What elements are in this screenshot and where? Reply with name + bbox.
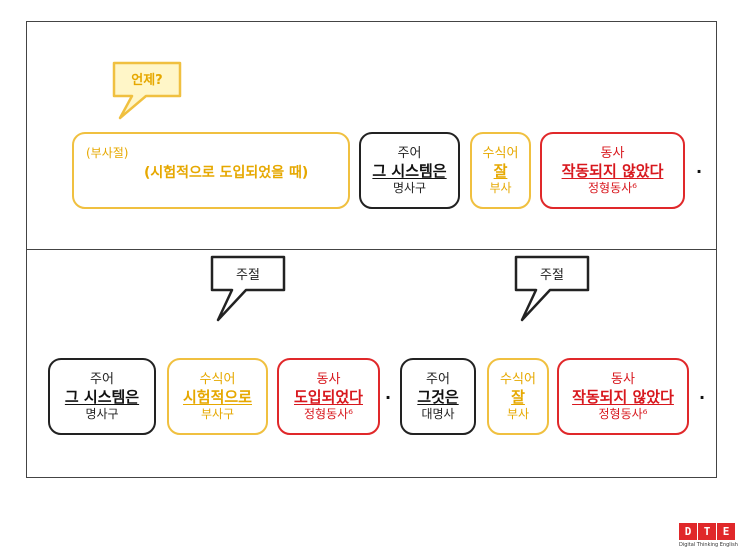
clause2-verb-role: 동사 bbox=[611, 371, 635, 387]
logo-letter-e: E bbox=[717, 523, 735, 540]
clause2-modifier-word: 잘 bbox=[511, 387, 525, 406]
clause1-subject-word: 그 시스템은 bbox=[64, 387, 140, 406]
top-verb-role: 동사 bbox=[600, 145, 625, 161]
clause1-verb-type: 정형동사⁶ bbox=[304, 406, 353, 421]
top-modifier-type: 부사 bbox=[489, 180, 512, 195]
clause1-verb-role: 동사 bbox=[316, 371, 341, 387]
main-clause-callout-left-shape bbox=[210, 255, 286, 322]
adverb-clause-text: (시험적으로 도입되었을 때) bbox=[144, 165, 309, 181]
clause2-period: . bbox=[699, 384, 706, 403]
clause2-subject-box: 주어 그것은 대명사 bbox=[400, 358, 476, 435]
top-modifier-word: 잘 bbox=[493, 161, 508, 180]
clause2-verb-type: 정형동사⁶ bbox=[598, 406, 648, 421]
clause2-verb-box: 동사 작동되지 않았다 정형동사⁶ bbox=[557, 358, 689, 435]
top-verb-word: 작동되지 않았다 bbox=[561, 161, 664, 180]
clause1-modifier-type: 부사구 bbox=[200, 406, 235, 421]
clause2-subject-role: 주어 bbox=[426, 371, 450, 387]
top-subject-word: 그 시스템은 bbox=[372, 161, 447, 180]
top-modifier-box: 수식어 잘 부사 bbox=[470, 132, 531, 209]
clause1-modifier-box: 수식어 시험적으로 부사구 bbox=[167, 358, 268, 435]
top-panel bbox=[26, 21, 717, 250]
when-callout-text: 언제? bbox=[131, 73, 163, 88]
adverb-clause-box: (부사절) (시험적으로 도입되었을 때) bbox=[72, 132, 350, 209]
clause1-subject-type: 명사구 bbox=[85, 406, 119, 421]
clause2-modifier-role: 수식어 bbox=[500, 371, 536, 387]
clause1-verb-box: 동사 도입되었다 정형동사⁶ bbox=[277, 358, 380, 435]
clause1-modifier-word: 시험적으로 bbox=[182, 387, 252, 406]
main-clause-callout-right-shape bbox=[514, 255, 590, 322]
top-verb-box: 동사 작동되지 않았다 정형동사⁶ bbox=[540, 132, 685, 209]
top-subject-role: 주어 bbox=[397, 145, 422, 161]
logo-letter-t: T bbox=[698, 523, 716, 540]
dte-logo: D T E Digital Thinking English bbox=[679, 523, 738, 548]
clause1-verb-word: 도입되었다 bbox=[293, 387, 363, 406]
clause1-modifier-role: 수식어 bbox=[199, 371, 236, 387]
clause1-subject-box: 주어 그 시스템은 명사구 bbox=[48, 358, 156, 435]
clause2-subject-type: 대명사 bbox=[421, 406, 455, 421]
logo-tagline: Digital Thinking English bbox=[679, 542, 738, 548]
clause1-subject-role: 주어 bbox=[90, 371, 114, 387]
dte-logo-mark: D T E bbox=[679, 523, 737, 540]
clause1-period: . bbox=[385, 384, 392, 403]
main-clause-callout-right-text: 주절 bbox=[540, 268, 564, 283]
clause2-verb-word: 작동되지 않았다 bbox=[572, 387, 674, 406]
bottom-panel bbox=[26, 249, 717, 478]
adverb-clause-label: (부사절) bbox=[86, 146, 129, 160]
top-modifier-role: 수식어 bbox=[482, 145, 519, 161]
top-subject-box: 주어 그 시스템은 명사구 bbox=[359, 132, 460, 209]
when-callout-shape bbox=[112, 61, 182, 120]
clause2-modifier-type: 부사 bbox=[506, 406, 530, 421]
top-subject-type: 명사구 bbox=[392, 180, 427, 195]
clause2-modifier-box: 수식어 잘 부사 bbox=[487, 358, 549, 435]
logo-letter-d: D bbox=[679, 523, 697, 540]
main-clause-callout-left-text: 주절 bbox=[236, 268, 260, 283]
top-period: . bbox=[696, 158, 703, 177]
clause2-subject-word: 그것은 bbox=[417, 387, 459, 406]
top-verb-type: 정형동사⁶ bbox=[588, 180, 637, 195]
